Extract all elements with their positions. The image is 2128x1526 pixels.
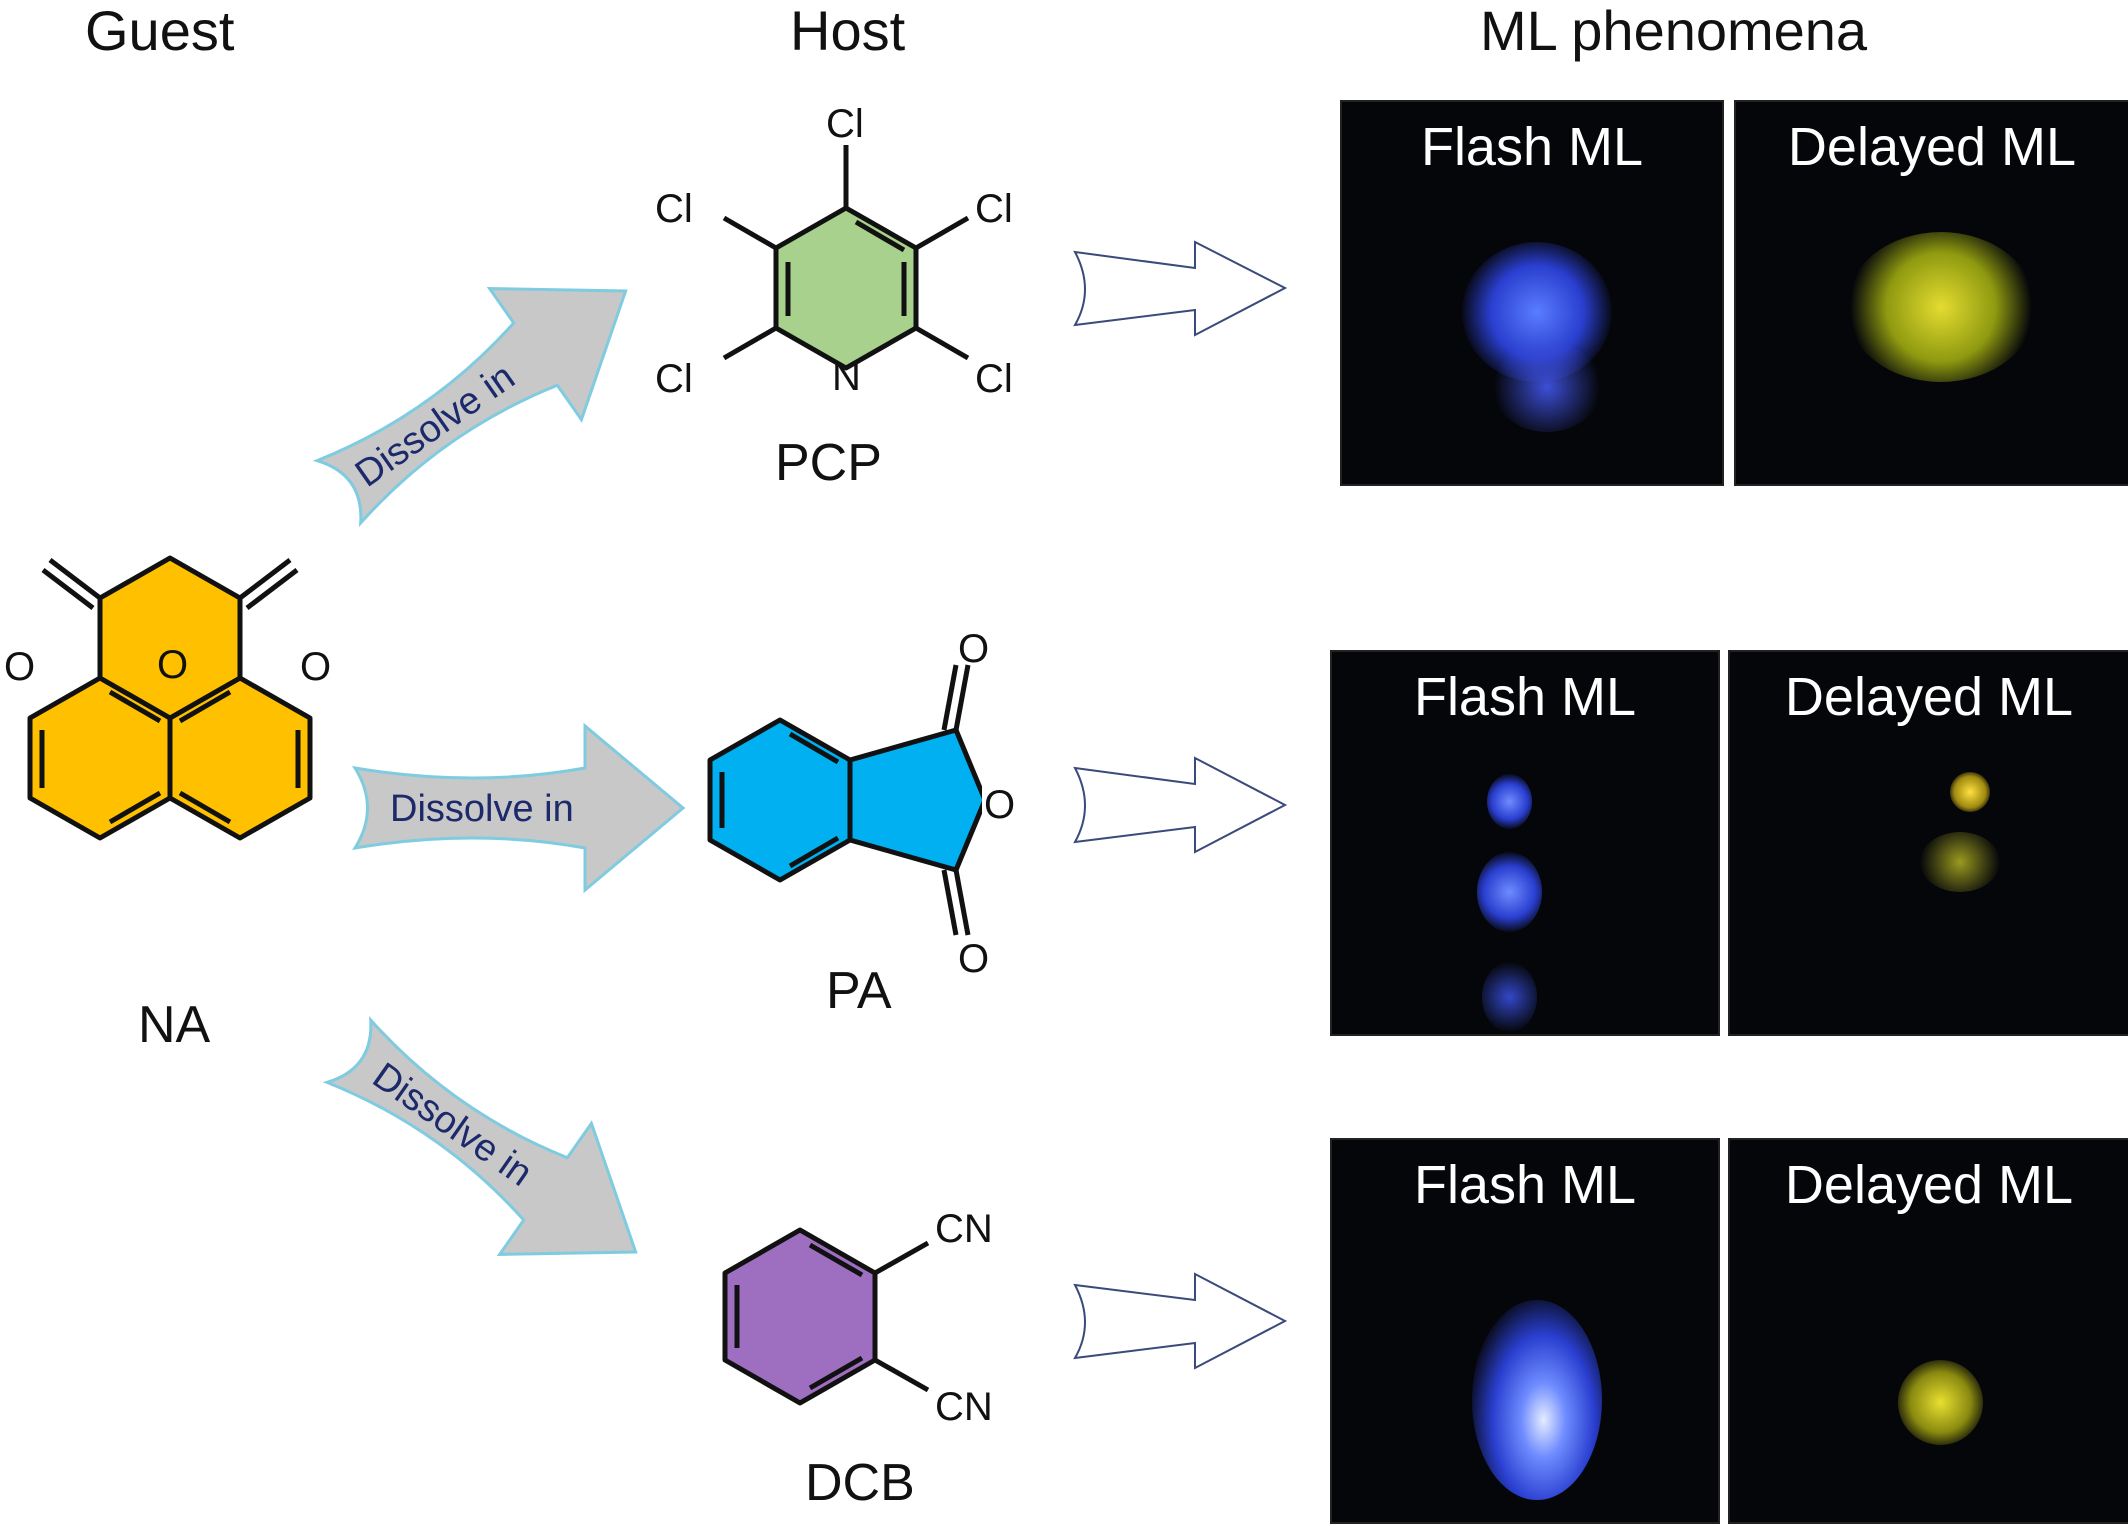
outline-arrow-1 bbox=[1073, 240, 1288, 337]
header-host: Host bbox=[790, 0, 906, 62]
photo-dcb-delayed: Delayed ML bbox=[1728, 1138, 2128, 1524]
pcp-atom-cl-lower-right: Cl bbox=[975, 357, 1013, 401]
pa-label: PA bbox=[826, 962, 892, 1020]
pcp-molecule bbox=[722, 145, 970, 371]
dcb-atom-cn-top: CN bbox=[935, 1207, 993, 1251]
na-label: NA bbox=[138, 996, 211, 1054]
header-guest: Guest bbox=[85, 0, 235, 62]
photo-label: Delayed ML bbox=[1787, 117, 2077, 177]
blue-glow bbox=[1492, 342, 1602, 432]
dcb-label: DCB bbox=[805, 1454, 915, 1512]
photo-pcp-flash: Flash ML bbox=[1340, 100, 1724, 486]
yellow-glow bbox=[1920, 832, 2000, 892]
yellow-glow bbox=[1898, 1360, 1983, 1445]
photo-pcp-delayed: Delayed ML bbox=[1734, 100, 2128, 486]
blue-glow bbox=[1472, 1300, 1602, 1500]
photo-label: Delayed ML bbox=[1784, 667, 2074, 727]
dcb-atom-cn-bottom: CN bbox=[935, 1385, 993, 1429]
dcb-ring bbox=[722, 1227, 878, 1406]
photo-dcb-flash: Flash ML bbox=[1330, 1138, 1720, 1524]
pcp-ring bbox=[773, 205, 919, 371]
pa-atom-o-ring: O bbox=[984, 783, 1015, 827]
photo-pa-flash: Flash ML bbox=[1330, 650, 1720, 1036]
arrow-to-pa: Dissolve in bbox=[351, 722, 686, 894]
na-atom-o1: O bbox=[4, 645, 35, 689]
photo-label: Flash ML bbox=[1413, 1155, 1637, 1215]
photo-label: Flash ML bbox=[1420, 117, 1644, 177]
pcp-atom-n: N bbox=[832, 355, 861, 399]
pa-anhydride-ring bbox=[847, 727, 988, 873]
dcb-molecule bbox=[722, 1227, 930, 1406]
photo-label: Flash ML bbox=[1413, 667, 1637, 727]
pa-atom-o-top: O bbox=[958, 627, 989, 671]
arrow-to-pcp: Dissolve in bbox=[312, 287, 628, 528]
arrow-label-pa: Dissolve in bbox=[390, 788, 574, 830]
yellow-glow bbox=[1846, 232, 2036, 382]
pa-atom-o-bottom: O bbox=[958, 937, 989, 981]
pcp-atom-cl-right: Cl bbox=[975, 187, 1013, 231]
photo-pa-delayed: Delayed ML bbox=[1728, 650, 2128, 1036]
na-atom-o3: O bbox=[300, 645, 331, 689]
arrow-label-pcp: Dissolve in bbox=[348, 356, 523, 496]
arrow-to-dcb: Dissolve in bbox=[322, 1015, 638, 1256]
header-ml: ML phenomena bbox=[1480, 0, 1868, 62]
pcp-atom-cl-top: Cl bbox=[826, 102, 864, 146]
pcp-atom-cl-left: Cl bbox=[655, 187, 693, 231]
blue-glow bbox=[1487, 774, 1532, 829]
photo-label: Delayed ML bbox=[1784, 1155, 2074, 1215]
outline-arrow-3 bbox=[1073, 1272, 1288, 1370]
pcp-atom-cl-lower-left: Cl bbox=[655, 357, 693, 401]
outline-arrows bbox=[1073, 240, 1288, 1370]
blue-glow bbox=[1477, 852, 1542, 932]
pcp-label: PCP bbox=[775, 434, 882, 492]
blue-glow bbox=[1482, 962, 1537, 1032]
na-molecule bbox=[27, 555, 313, 841]
pa-benzene-ring bbox=[707, 717, 853, 883]
yellow-glow bbox=[1950, 772, 1990, 812]
outline-arrow-2 bbox=[1073, 756, 1288, 854]
arrow-label-dcb: Dissolve in bbox=[365, 1055, 540, 1195]
na-atom-o2: O bbox=[157, 643, 188, 687]
pa-molecule bbox=[707, 664, 988, 936]
